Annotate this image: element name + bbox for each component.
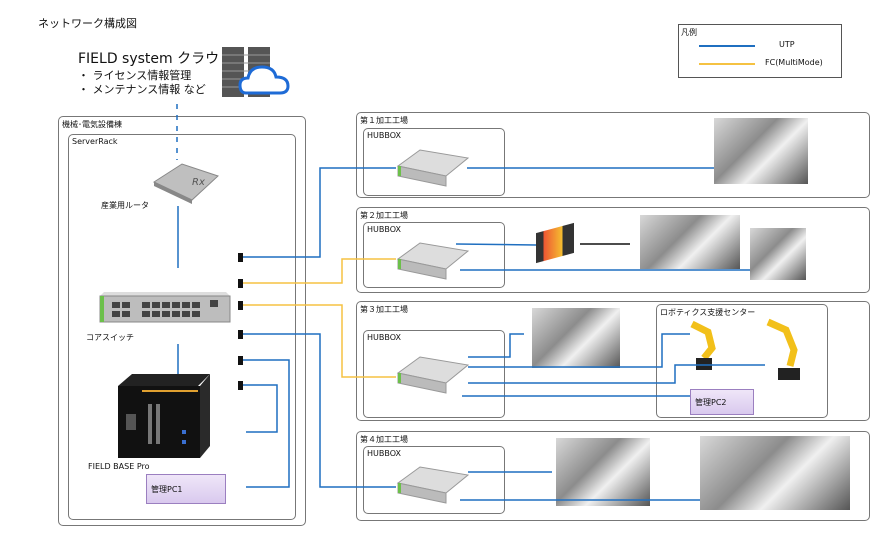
wire-factory-2	[243, 258, 396, 284]
cloud-title: FIELD system クラウド	[78, 51, 234, 67]
wire-factory-1	[243, 167, 396, 258]
wire-f3-machine	[468, 333, 524, 358]
factory-3-box: 第３加工工場	[356, 301, 870, 421]
robotics-center-box: ロボティクス支援センター	[656, 304, 828, 418]
robotics-center-label: ロボティクス支援センター	[660, 308, 756, 317]
fieldbase-label: FIELD BASE Pro	[88, 462, 150, 471]
building-label: 機械･電気設備棟	[62, 120, 122, 129]
legend-title: 凡例	[681, 28, 697, 37]
wire-f3-robot2	[468, 364, 765, 384]
wire-factory-3	[243, 304, 396, 378]
page-title: ネットワーク構成図	[38, 17, 137, 30]
hubbox-3: HUBBOX	[363, 330, 505, 418]
svg-text:Rx: Rx	[192, 177, 205, 188]
port	[238, 330, 243, 339]
machine-tool-image	[700, 436, 850, 510]
server-rack-box: ServerRack	[68, 134, 296, 520]
port	[238, 279, 243, 288]
factory-4-box: 第４加工工場	[356, 431, 870, 521]
hubbox-2: HUBBOX	[363, 222, 505, 288]
legend: 凡例 UTP FC(MultiMode)	[678, 24, 842, 78]
machine-tool-image	[532, 308, 620, 368]
core-switch-label: コアスイッチ	[86, 333, 134, 342]
machine-tool-image	[750, 228, 806, 280]
port	[238, 356, 243, 365]
hubbox-1: HUBBOX	[363, 128, 505, 196]
hub-switch-icon	[396, 465, 470, 505]
building-box: 機械･電気設備棟	[58, 116, 306, 526]
wire-f3-robot1	[468, 333, 690, 368]
factory-4-label: 第４加工工場	[360, 435, 408, 444]
hubbox-4: HUBBOX	[363, 446, 505, 514]
factory-1-box: 第１加工工場	[356, 112, 870, 198]
hub-switch-icon	[396, 241, 470, 281]
router-icon: Rx	[148, 160, 222, 206]
hubbox-1-label: HUBBOX	[367, 131, 401, 140]
machine-tool-image	[640, 215, 740, 269]
port	[238, 253, 243, 262]
wire-factory-4	[243, 333, 396, 488]
hub-switch-icon	[396, 355, 470, 395]
legend-fc-label: FC(MultiMode)	[765, 58, 823, 67]
factory-2-box: 第２加工工場	[356, 207, 870, 293]
server-rack-label: ServerRack	[72, 137, 118, 146]
factory-1-label: 第１加工工場	[360, 116, 408, 125]
legend-fc-line	[699, 63, 755, 65]
core-switch-icon	[98, 288, 232, 324]
robot-arm-icon	[686, 318, 722, 372]
wire-f2-sensor	[455, 243, 537, 246]
factory-2-label: 第２加工工場	[360, 211, 408, 220]
legend-utp-label: UTP	[779, 40, 795, 49]
hubbox-4-label: HUBBOX	[367, 449, 401, 458]
cloud-server-icon	[222, 47, 294, 99]
wire-pc1	[243, 359, 290, 488]
cloud-bullet: ・ ライセンス情報管理	[78, 69, 192, 82]
robot-arm-icon	[764, 316, 808, 382]
management-pc2: 管理PC2	[690, 389, 754, 415]
port	[238, 381, 243, 390]
machine-tool-image	[714, 118, 808, 184]
fieldbase-icon	[118, 374, 210, 460]
hubbox-2-label: HUBBOX	[367, 225, 401, 234]
machine-tool-image	[556, 438, 650, 506]
port	[238, 301, 243, 310]
hub-switch-icon	[396, 148, 470, 188]
management-pc1: 管理PC1	[146, 474, 226, 504]
wire-fieldbase	[243, 384, 278, 433]
factory-3-label: 第３加工工場	[360, 305, 408, 314]
legend-utp-line	[699, 45, 755, 47]
hubbox-3-label: HUBBOX	[367, 333, 401, 342]
cloud-bullet: ・ メンテナンス情報 など	[78, 83, 206, 96]
router-label: 産業用ルータ	[101, 201, 149, 210]
